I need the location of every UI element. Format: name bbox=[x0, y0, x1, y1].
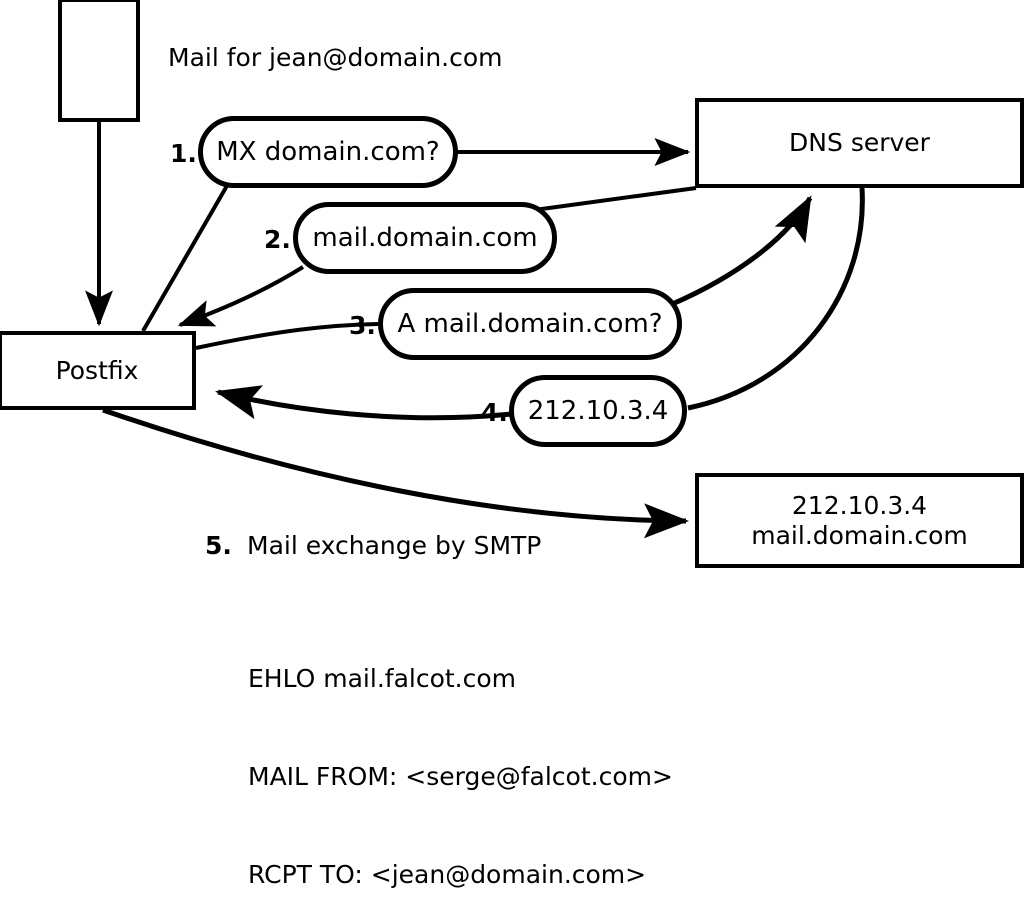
step-number-1: 1. bbox=[170, 139, 197, 168]
target-server-hostname: mail.domain.com bbox=[751, 520, 968, 550]
dns-server-label: DNS server bbox=[789, 128, 930, 158]
target-server-ip: 212.10.3.4 bbox=[791, 491, 928, 520]
smtp-transcript: EHLO mail.falcot.com MAIL FROM: <serge@f… bbox=[248, 597, 673, 919]
connector-step3-to-dns bbox=[669, 195, 813, 308]
connector-postfix-to-target bbox=[102, 407, 689, 539]
connector-step2-to-postfix bbox=[177, 265, 305, 327]
step-bubble-1: MX domain.com? bbox=[198, 116, 458, 188]
step-number-3: 3. bbox=[349, 311, 376, 340]
dns-server-box: DNS server bbox=[695, 98, 1024, 188]
postfix-label: Postfix bbox=[55, 355, 139, 385]
step-bubble-2: mail.domain.com bbox=[293, 202, 557, 274]
step-bubble-1-label: MX domain.com? bbox=[216, 137, 440, 167]
target-server-box: 212.10.3.4 mail.domain.com bbox=[695, 473, 1024, 568]
step-number-2: 2. bbox=[264, 225, 291, 254]
postfix-box: Postfix bbox=[0, 331, 196, 410]
step-bubble-4: 212.10.3.4 bbox=[509, 375, 687, 447]
origin-box bbox=[58, 0, 140, 122]
step-bubble-3-label: A mail.domain.com? bbox=[397, 309, 663, 339]
connector-postfix-to-step3 bbox=[195, 322, 379, 350]
smtp-line: EHLO mail.falcot.com bbox=[248, 663, 517, 693]
smtp-line: RCPT TO: <jean@domain.com> bbox=[248, 860, 647, 890]
smtp-line: MAIL FROM: <serge@falcot.com> bbox=[248, 761, 673, 791]
step-number-4: 4. bbox=[481, 398, 508, 427]
step-bubble-3: A mail.domain.com? bbox=[378, 288, 682, 360]
step-bubble-2-label: mail.domain.com bbox=[312, 223, 538, 253]
step-bubble-4-label: 212.10.3.4 bbox=[527, 396, 669, 426]
connector-postfix-to-step1 bbox=[141, 182, 230, 333]
connector-dns-to-step2 bbox=[526, 186, 697, 213]
step-number-5: 5. bbox=[205, 531, 232, 560]
connector-step4-to-postfix bbox=[215, 385, 513, 421]
connector-dns-to-step4 bbox=[687, 187, 865, 411]
page-title: Mail for jean@domain.com bbox=[168, 43, 503, 72]
step-label-5: Mail exchange by SMTP bbox=[247, 531, 542, 560]
